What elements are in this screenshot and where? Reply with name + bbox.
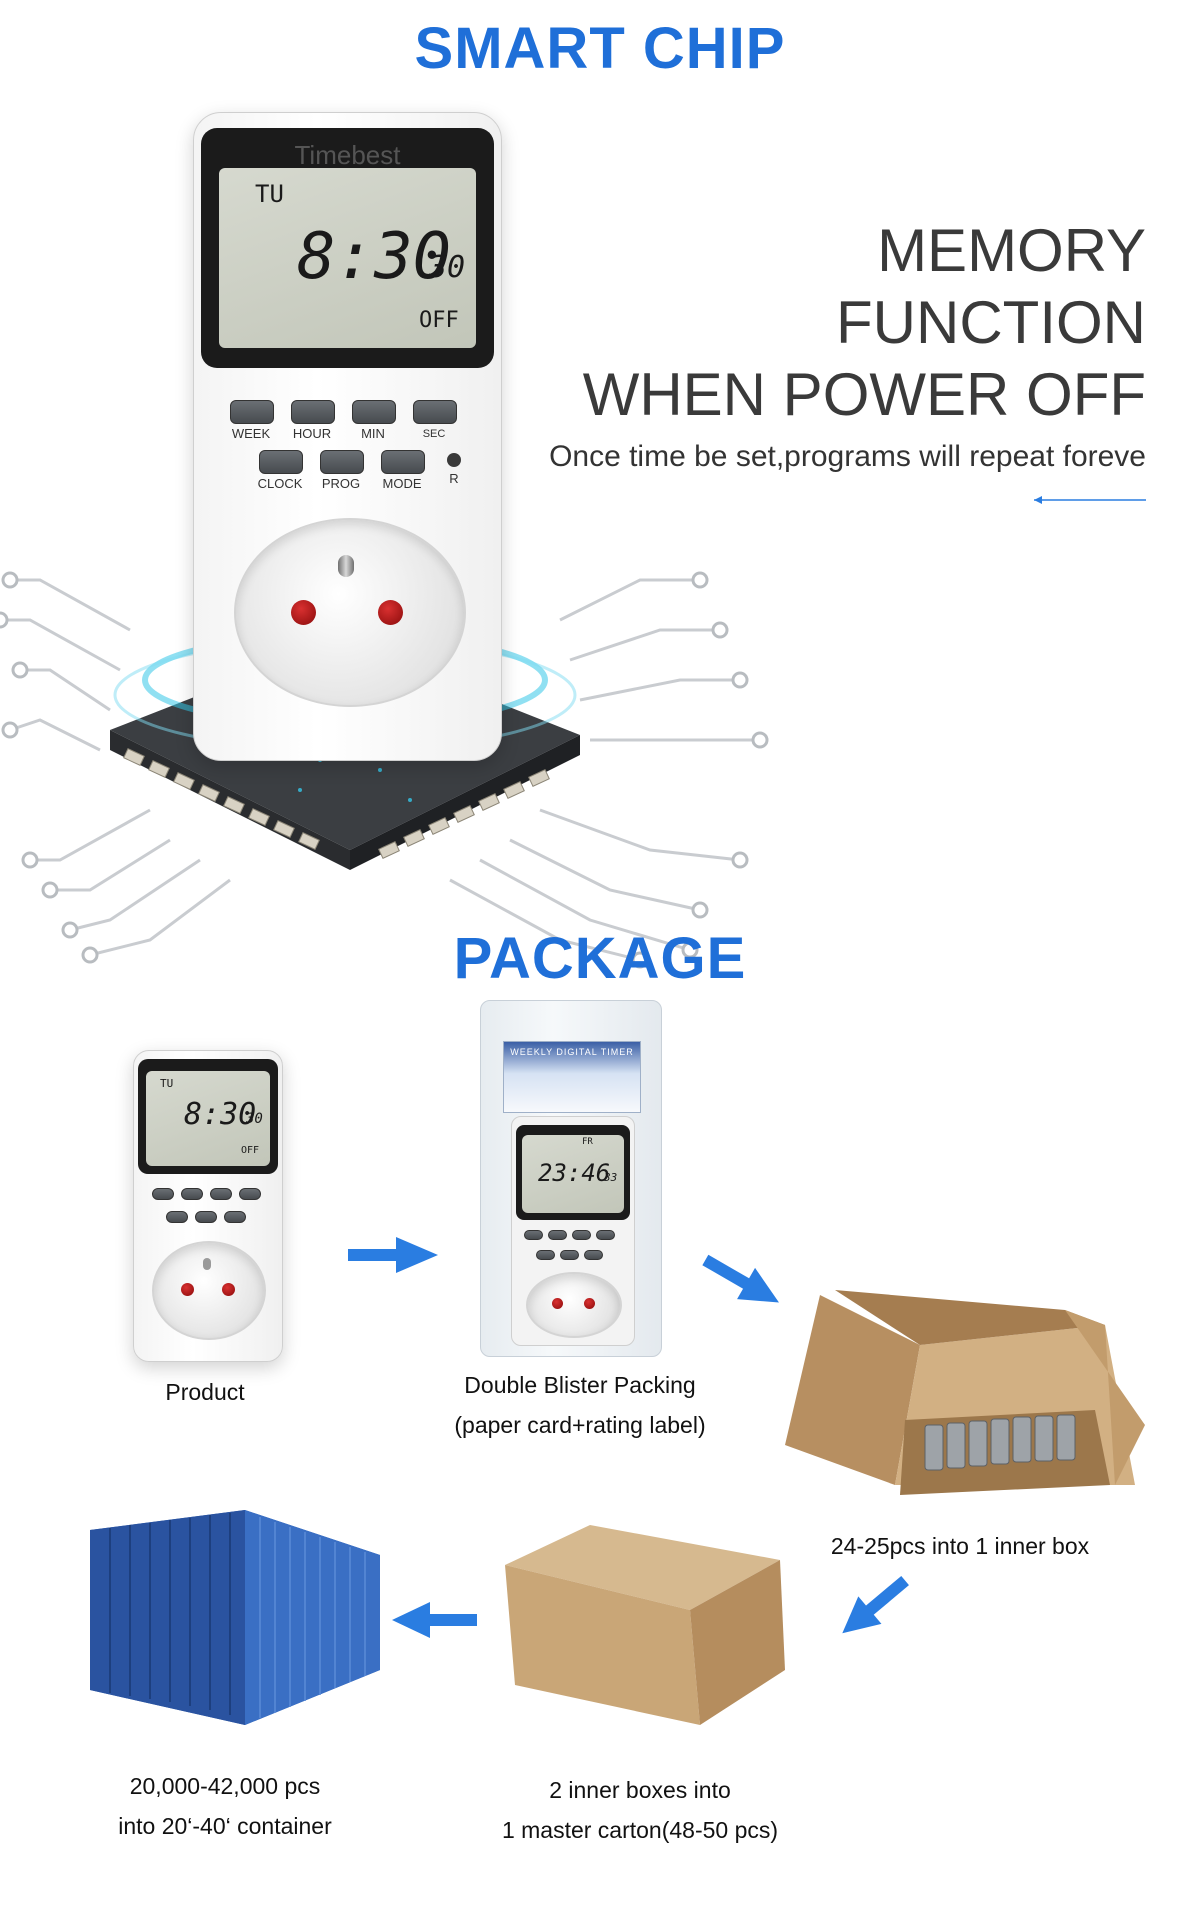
step-container-caption-line1: 20,000-42,000 pcs bbox=[129, 1773, 321, 1799]
inner-box-image bbox=[785, 1290, 1145, 1495]
memory-subtitle: Once time be set,programs will repeat fo… bbox=[549, 440, 1146, 473]
shipping-container-image bbox=[90, 1510, 380, 1725]
socket-hole-left bbox=[291, 600, 316, 625]
blister-lcd-seconds: 33 bbox=[604, 1171, 618, 1184]
sec-button[interactable] bbox=[413, 400, 457, 424]
hour-label: HOUR bbox=[292, 426, 332, 441]
product-lcd-time: 8:30 bbox=[184, 1097, 257, 1132]
product-lcd-seconds: 30 bbox=[246, 1111, 263, 1127]
earth-pin bbox=[338, 555, 354, 577]
step-blister-caption-line1: Double Blister Packing bbox=[464, 1372, 696, 1398]
lcd-seconds: 30 bbox=[429, 250, 466, 285]
lcd-status: OFF bbox=[419, 308, 459, 333]
step-container-caption-line2: into 20‘-40‘ container bbox=[118, 1813, 332, 1839]
master-carton-image bbox=[505, 1525, 785, 1725]
memory-title-line2: FUNCTION bbox=[836, 289, 1146, 356]
blister-package: WEEKLY DIGITAL TIMER FR 23:46 33 bbox=[480, 1000, 662, 1357]
prog-label: PROG bbox=[321, 476, 361, 491]
lcd-time: 8:30 bbox=[297, 220, 452, 294]
clock-button[interactable] bbox=[259, 450, 303, 474]
week-label: WEEK bbox=[231, 426, 271, 441]
blister-timer: FR 23:46 33 bbox=[511, 1116, 635, 1346]
brand-logo: Timebest bbox=[294, 140, 401, 170]
step-product-caption: Product bbox=[165, 1379, 245, 1405]
product-image: TU 8:30 30 OFF bbox=[133, 1050, 283, 1362]
flow-arrow-icon-4 bbox=[392, 1602, 477, 1638]
step-blister-caption-line2: (paper card+rating label) bbox=[454, 1412, 706, 1438]
product-lcd-status: OFF bbox=[241, 1145, 260, 1156]
mode-label: MODE bbox=[382, 476, 422, 491]
step-carton-caption-line2: 1 master carton(48-50 pcs) bbox=[501, 1817, 779, 1843]
socket-hole-right bbox=[378, 600, 403, 625]
week-button[interactable] bbox=[230, 400, 274, 424]
small-arrow-icon bbox=[1034, 496, 1146, 504]
hour-button[interactable] bbox=[291, 400, 335, 424]
reset-label: R bbox=[449, 471, 459, 486]
blister-lcd-day: FR bbox=[582, 1137, 593, 1147]
step-inner-box-caption: 24-25pcs into 1 inner box bbox=[830, 1533, 1090, 1559]
smart-chip-heading: SMART CHIP bbox=[414, 16, 786, 81]
clock-label: CLOCK bbox=[257, 476, 303, 491]
power-socket bbox=[234, 518, 466, 707]
flow-arrow-icon bbox=[348, 1237, 438, 1273]
blister-card-title: WEEKLY DIGITAL TIMER bbox=[510, 1047, 634, 1057]
reset-button[interactable] bbox=[447, 453, 461, 467]
sec-label: SEC bbox=[422, 428, 446, 440]
step-carton-caption-line1: 2 inner boxes into bbox=[549, 1777, 731, 1803]
memory-title-line3: WHEN POWER OFF bbox=[582, 361, 1146, 428]
flow-arrow-icon-3 bbox=[842, 1575, 909, 1634]
timer-device: Timebest TU 8:30 30 OFF WEEK HOUR MIN SE… bbox=[193, 112, 502, 761]
package-heading: PACKAGE bbox=[453, 926, 747, 991]
product-lcd-day: TU bbox=[160, 1077, 174, 1090]
min-label: MIN bbox=[361, 426, 385, 441]
memory-title-line1: MEMORY bbox=[877, 217, 1146, 284]
flow-arrow-icon-2 bbox=[702, 1254, 779, 1303]
mode-button[interactable] bbox=[381, 450, 425, 474]
blister-lcd-time: 23:46 bbox=[538, 1159, 611, 1187]
lcd-frame: Timebest TU 8:30 30 OFF bbox=[201, 128, 494, 368]
lcd-day: TU bbox=[255, 180, 284, 208]
lcd-screen: TU 8:30 30 OFF bbox=[219, 168, 476, 348]
min-button[interactable] bbox=[352, 400, 396, 424]
blister-card: WEEKLY DIGITAL TIMER bbox=[503, 1041, 641, 1113]
prog-button[interactable] bbox=[320, 450, 364, 474]
